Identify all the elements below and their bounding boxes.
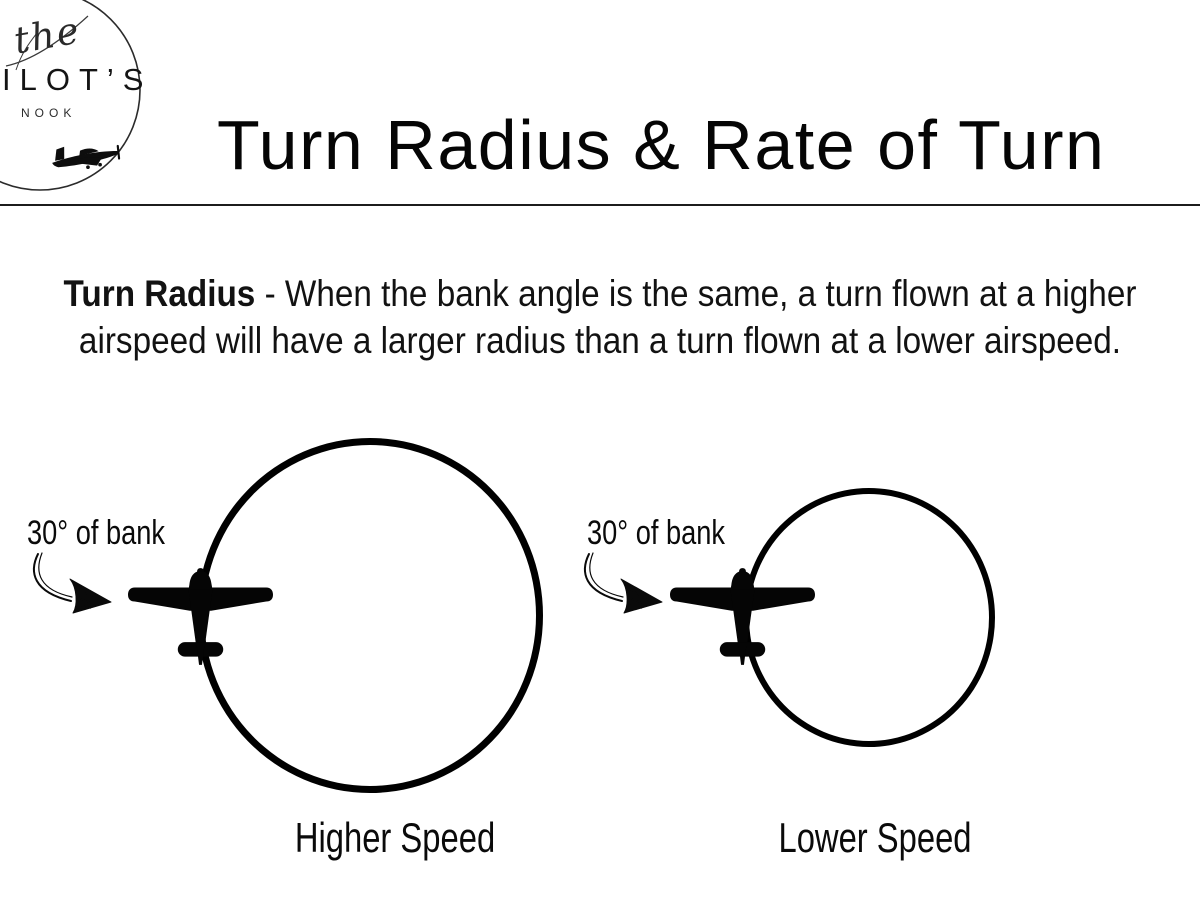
- logo-subtext: NOOK: [21, 106, 77, 120]
- hand-drawn-arrow-icon: [584, 552, 663, 614]
- logo-circle-icon: [0, 0, 141, 191]
- bank-angle-label: 30° of bank: [27, 514, 165, 552]
- bank-angle-label: 30° of bank: [587, 514, 725, 552]
- airplane-side-icon: [52, 144, 121, 170]
- page-title: Turn Radius & Rate of Turn: [217, 106, 1106, 184]
- turn-radius-term: Turn Radius: [63, 273, 256, 314]
- description-paragraph: Turn Radius - When the bank angle is the…: [0, 270, 1200, 364]
- description-line1-rest: - When the bank angle is the same, a tur…: [255, 273, 1137, 314]
- lower-speed-caption: Lower Speed: [778, 814, 972, 861]
- airplane-top-icon: [670, 568, 815, 665]
- script-flourish-icon: [5, 15, 89, 71]
- higher-speed-caption: Higher Speed: [294, 814, 496, 861]
- airplane-top-icon: [128, 568, 273, 665]
- divider-line: [0, 204, 1200, 206]
- description-line1: Turn Radius - When the bank angle is the…: [64, 273, 1137, 314]
- logo-wordmark: ILOT’S: [2, 62, 153, 97]
- hand-drawn-arrow-icon: [33, 552, 112, 614]
- description-line2: airspeed will have a larger radius than …: [78, 320, 1122, 361]
